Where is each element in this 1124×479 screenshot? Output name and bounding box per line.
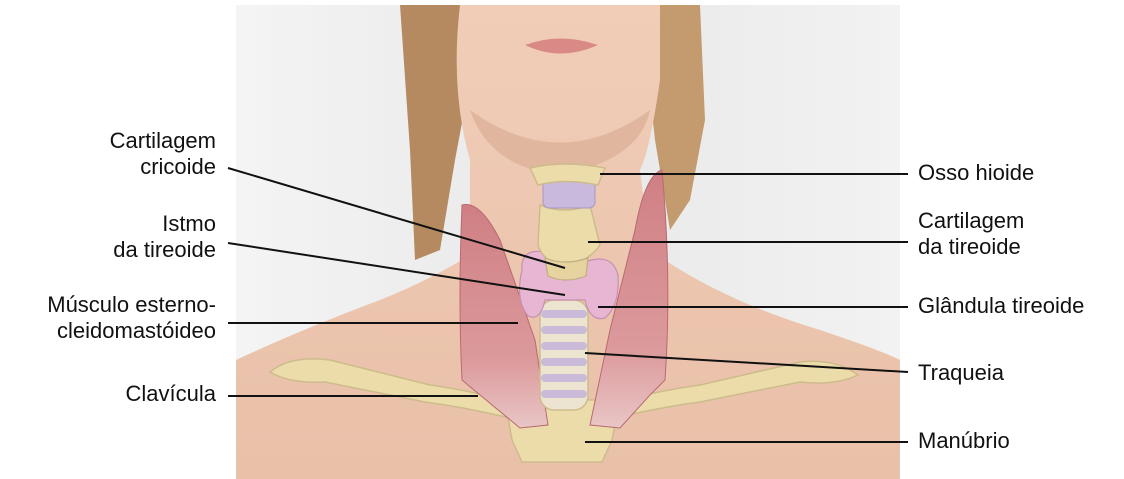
label-line: Cartilagem	[918, 208, 1024, 234]
label-line: Istmo	[113, 211, 216, 237]
label-musculo-esterno: Músculo esterno- cleidomastóideo	[47, 292, 216, 344]
label-clavicula: Clavícula	[126, 381, 216, 407]
label-manubrio: Manúbrio	[918, 428, 1010, 454]
hyoid-bone	[530, 164, 605, 185]
label-line: Manúbrio	[918, 428, 1010, 454]
label-line: cricoide	[110, 154, 216, 180]
label-line: da tireoide	[918, 234, 1024, 260]
label-line: Glândula tireoide	[918, 293, 1084, 319]
label-line: Clavícula	[126, 381, 216, 407]
label-glandula-tireoide: Glândula tireoide	[918, 293, 1084, 319]
label-line: Cartilagem	[110, 128, 216, 154]
thyrohyoid-membrane	[543, 180, 595, 208]
label-istmo-tireoide: Istmo da tireoide	[113, 211, 216, 263]
label-line: Traqueia	[918, 360, 1004, 386]
label-line: da tireoide	[113, 237, 216, 263]
label-traqueia: Traqueia	[918, 360, 1004, 386]
label-cartilagem-tireoide: Cartilagem da tireoide	[918, 208, 1024, 260]
label-cartilagem-cricoide: Cartilagem cricoide	[110, 128, 216, 180]
label-line: Músculo esterno-	[47, 292, 216, 318]
label-line: Osso hioide	[918, 160, 1034, 186]
label-osso-hioide: Osso hioide	[918, 160, 1034, 186]
label-line: cleidomastóideo	[47, 318, 216, 344]
